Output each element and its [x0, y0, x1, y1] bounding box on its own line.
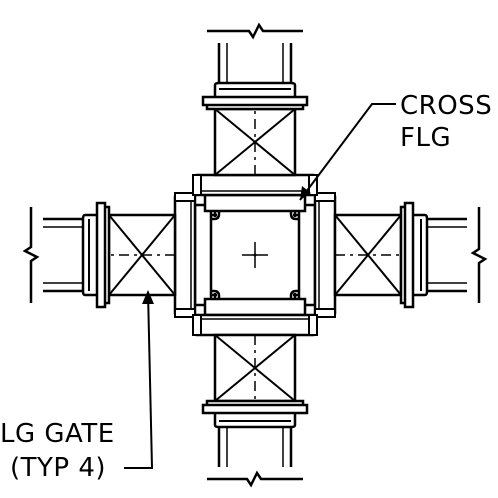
lg-gate-callout-line2: (TYP 4): [10, 453, 106, 483]
cross-flg-callout-line2: FLG: [400, 123, 451, 153]
cross-flg-callout-line1: CROSS: [400, 91, 492, 121]
branch-south: [191, 291, 319, 487]
lg-gate-leader: [124, 291, 154, 469]
branch-west: [23, 191, 219, 319]
branch-north: [191, 23, 319, 219]
lg-gate-callout-line1: LG GATE: [0, 419, 115, 449]
cross-flg-leader: [299, 103, 396, 201]
branch-east: [291, 191, 487, 319]
cross-flg-arrowhead: [300, 186, 311, 200]
lg-gate-arrowhead: [142, 290, 154, 304]
